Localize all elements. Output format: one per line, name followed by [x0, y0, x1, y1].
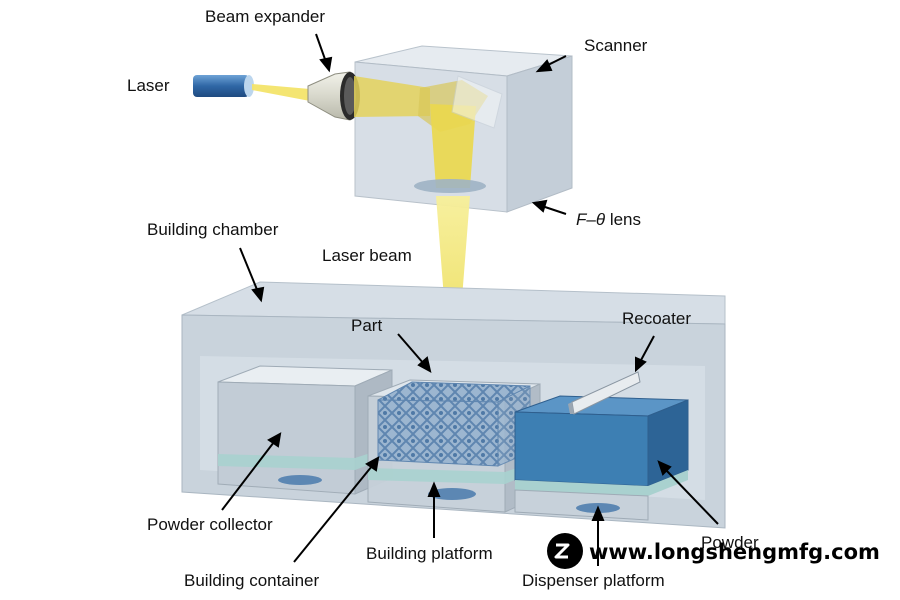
label-recoater: Recoater	[622, 309, 691, 328]
recoater-blade	[568, 371, 641, 415]
label-powder: Powder	[701, 533, 759, 552]
label-f-theta-lens: F–θ lens	[576, 210, 641, 229]
beam-expander	[307, 71, 360, 121]
arrow-building-chamber	[239, 247, 265, 303]
label-dispenser-platform: Dispenser platform	[522, 571, 665, 590]
label-powder-collector: Powder collector	[147, 515, 273, 534]
arrow-f-theta-lens	[531, 199, 567, 215]
arrow-scanner	[535, 55, 567, 73]
arrow-recoater	[635, 335, 655, 373]
arrow-dispenser-platform	[591, 505, 605, 566]
arrow-powder-collector	[221, 432, 282, 511]
arrow-building-container	[293, 456, 380, 563]
label-building-chamber: Building chamber	[147, 220, 279, 239]
label-laser-beam: Laser beam	[322, 246, 412, 265]
label-building-container: Building container	[184, 571, 319, 590]
arrow-part	[397, 333, 432, 373]
label-building-platform: Building platform	[366, 544, 493, 563]
watermark-url: www.longshengmfg.com	[589, 540, 880, 564]
label-beam-expander: Beam expander	[205, 7, 325, 26]
laser-input-beam	[252, 84, 310, 101]
arrow-powder	[657, 460, 719, 525]
laser-source	[193, 75, 254, 97]
arrow-building-platform	[427, 481, 441, 538]
watermark: www.longshengmfg.com	[547, 533, 880, 569]
label-scanner: Scanner	[584, 36, 648, 55]
longsheng-logo-icon	[547, 533, 583, 569]
scanner-beam-path	[354, 75, 503, 193]
powder-dispenser	[514, 395, 689, 521]
arrow-beam-expander	[315, 33, 333, 73]
label-laser: Laser	[127, 76, 170, 95]
label-part: Part	[351, 316, 382, 335]
lattice-part	[377, 381, 531, 467]
